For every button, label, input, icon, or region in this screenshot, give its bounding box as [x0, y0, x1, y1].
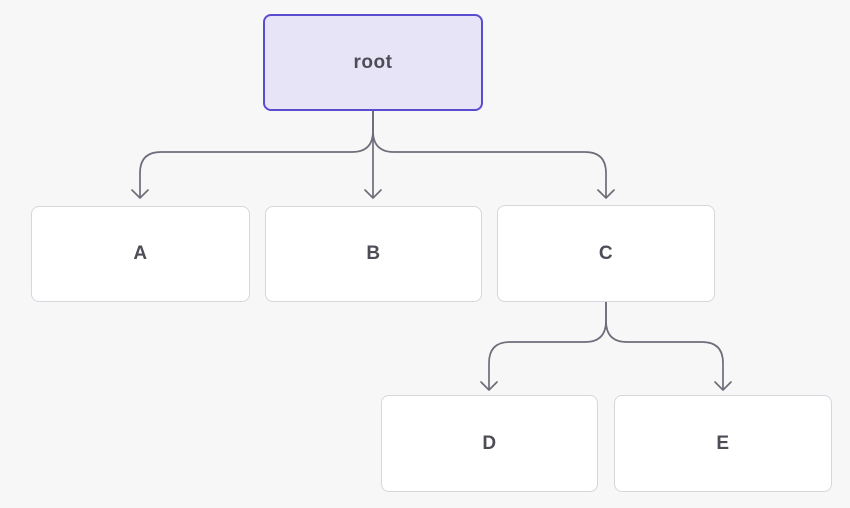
node-b-label: B	[366, 243, 381, 264]
edge-root-to-C	[372, 110, 615, 199]
node-a-label: A	[133, 243, 148, 264]
edge-C-to-E	[605, 301, 732, 391]
node-e[interactable]: E	[614, 395, 832, 492]
node-e-label: E	[716, 432, 730, 454]
node-root[interactable]: root	[263, 14, 483, 111]
node-c-label: C	[598, 242, 614, 264]
node-a[interactable]: A	[31, 206, 250, 302]
node-d-label: D	[482, 432, 497, 454]
edge-C-to-D	[480, 301, 607, 391]
edge-root-to-A	[131, 110, 374, 199]
edge-root-to-B	[364, 110, 382, 199]
node-c[interactable]: C	[497, 205, 715, 302]
node-root-label: root	[353, 51, 393, 73]
node-d[interactable]: D	[381, 395, 598, 492]
node-b[interactable]: B	[265, 206, 482, 302]
